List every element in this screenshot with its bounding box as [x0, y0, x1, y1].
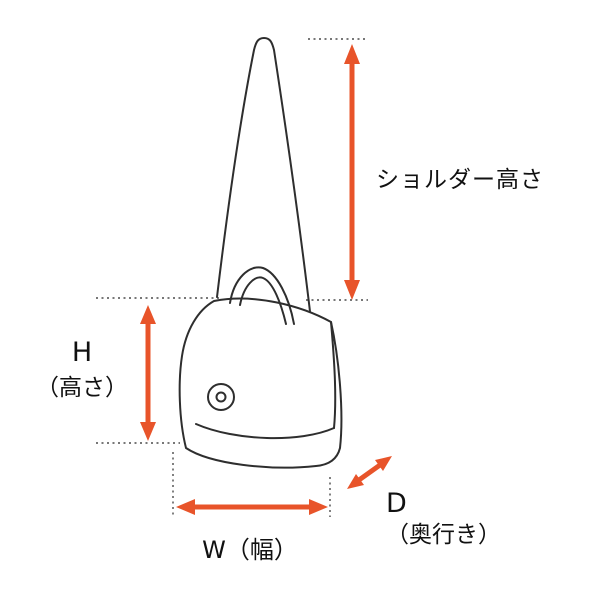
bag-handle-inner [239, 276, 287, 325]
bag-handle-outer [229, 266, 295, 325]
width-arrow-head-left [176, 499, 195, 515]
depth-label-sub: （奥行き） [386, 522, 501, 549]
bag-illustration [178, 37, 343, 469]
bag-flap-edge [195, 423, 335, 440]
height-label: H （高さ） [20, 334, 144, 404]
bag-clasp-inner [215, 391, 227, 403]
depth-label: D （奥行き） [386, 486, 501, 551]
bag-strap [216, 37, 312, 321]
height-arrow [140, 305, 156, 441]
width-arrow [176, 499, 328, 515]
bag-body [178, 297, 343, 469]
depth-arrow-head-upper [375, 456, 392, 471]
depth-label-letter: D [386, 488, 407, 519]
bag-clasp-outer [207, 383, 235, 411]
shoulder-height-arrow [344, 44, 360, 300]
depth-arrow [347, 456, 392, 489]
shoulder-height-label: ショルダー高さ [376, 167, 544, 193]
width-arrow-head-right [309, 499, 328, 515]
depth-arrow-head-lower [347, 474, 364, 489]
width-label: W（幅） [202, 536, 298, 564]
shoulder-height-arrow-head-top [344, 44, 360, 64]
height-arrow-head-bottom [140, 422, 156, 441]
height-label-letter: H [71, 337, 93, 368]
height-label-sub: （高さ） [36, 374, 128, 401]
shoulder-height-arrow-head-bottom [344, 280, 360, 300]
depth-arrow-shaft [357, 462, 382, 483]
height-arrow-head-top [140, 305, 156, 324]
bag-gusset-edge [330, 321, 337, 429]
